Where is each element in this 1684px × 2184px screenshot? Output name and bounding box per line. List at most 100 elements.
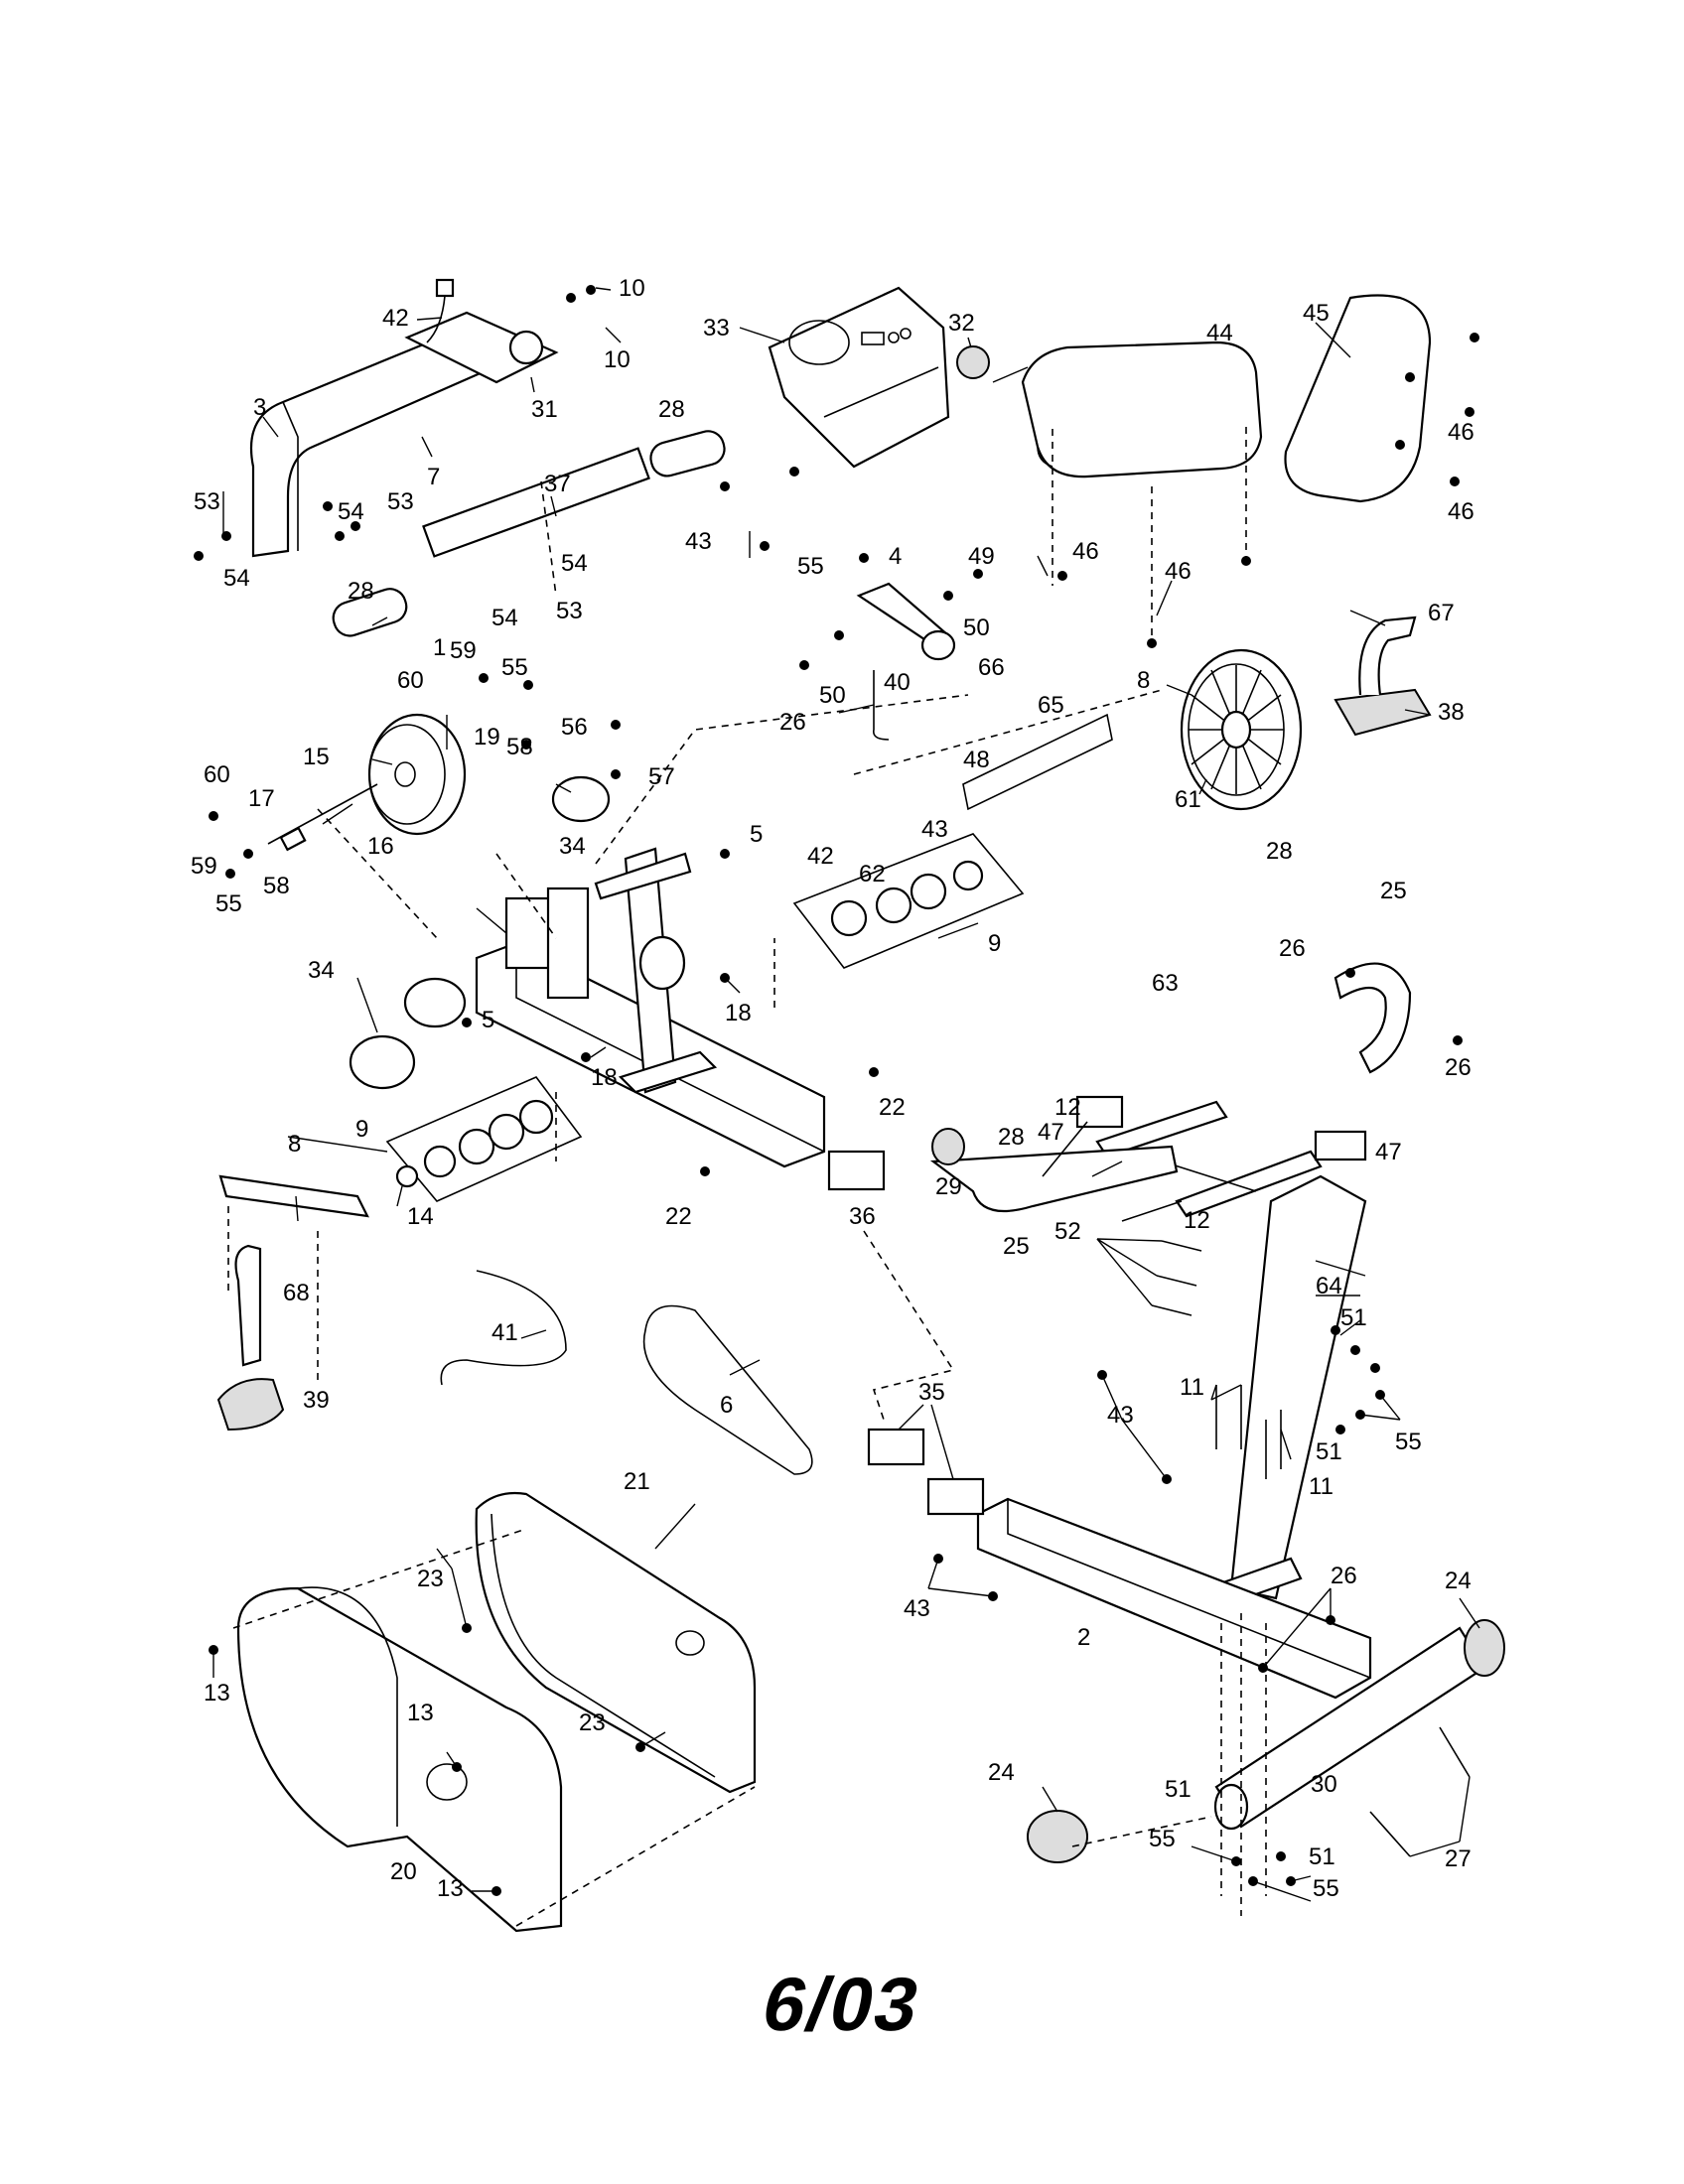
callout-35: 35 [918, 1379, 945, 1406]
cap-part-47-lower [1314, 1130, 1367, 1161]
callout-54-lower: 54 [491, 605, 518, 631]
console-part-33 [768, 286, 950, 469]
callout-6: 6 [720, 1392, 733, 1419]
callout-10-upper: 10 [619, 275, 645, 302]
callout-51-upper: 51 [1340, 1304, 1367, 1331]
part-callouts: 1 2 3 4 5 5 6 7 8 8 9 9 10 10 11 11 12 1… [191, 275, 1474, 1902]
bracket-part-31 [404, 311, 559, 384]
callout-26-idler: 26 [779, 709, 806, 736]
callout-16: 16 [367, 833, 394, 860]
callout-3: 3 [253, 394, 266, 421]
callout-61: 61 [1175, 786, 1201, 813]
callout-18-lower: 18 [591, 1064, 618, 1091]
callout-8-lower: 8 [288, 1131, 301, 1158]
callout-47-right: 47 [1375, 1139, 1402, 1165]
bearing-cup-part-34-upper [551, 775, 611, 823]
callout-42-lower: 42 [807, 843, 834, 870]
upright-tube-part-37 [422, 447, 650, 558]
callout-21: 21 [624, 1468, 650, 1495]
callout-51-mid: 51 [1316, 1438, 1342, 1465]
callout-2: 2 [1077, 1624, 1090, 1651]
callout-53-mid: 53 [387, 488, 414, 515]
callout-66: 66 [978, 654, 1005, 681]
callout-43-left: 43 [904, 1595, 930, 1622]
bolts [1042, 1121, 1471, 1857]
callout-26-lower: 26 [1331, 1563, 1357, 1589]
callout-38: 38 [1438, 699, 1465, 726]
callout-58-lower: 58 [263, 873, 290, 899]
bearing-cup-part-34-lower [349, 1034, 416, 1090]
callout-13-left: 13 [204, 1680, 230, 1706]
stabilizer-part-30 [1213, 1626, 1486, 1831]
pedal-part-39 [216, 1244, 285, 1432]
idler-bracket-part-4 [856, 582, 956, 741]
callout-34-upper: 34 [559, 833, 586, 860]
callout-65: 65 [1038, 692, 1064, 719]
callout-24-right: 24 [1445, 1568, 1472, 1594]
base-frame-part-2 [976, 1497, 1372, 1700]
backrest-part-45 [1284, 294, 1432, 503]
callout-9-upper: 9 [988, 930, 1001, 957]
side-shield-part-21 [475, 1491, 757, 1794]
knob-part-29 [931, 1128, 965, 1165]
callout-24-left: 24 [988, 1759, 1015, 1786]
callout-55-mid: 55 [501, 654, 528, 681]
callout-50-right: 50 [963, 614, 990, 641]
callout-55-top: 55 [797, 553, 824, 580]
callout-26-right: 26 [1445, 1054, 1472, 1081]
callout-62: 62 [859, 861, 886, 887]
callout-43-right: 43 [1107, 1402, 1134, 1429]
handle-part-25-upper [1333, 962, 1412, 1074]
callout-13-bottom: 13 [437, 1875, 464, 1902]
callout-22-lower: 22 [665, 1203, 692, 1230]
date-code: 6/03 [756, 1963, 928, 2047]
callout-17: 17 [248, 785, 275, 812]
callout-53-left: 53 [194, 488, 220, 515]
callout-34-lower: 34 [308, 957, 335, 984]
cap-part-36 [827, 1150, 886, 1191]
callout-48: 48 [963, 747, 990, 773]
callout-30: 30 [1311, 1771, 1337, 1798]
knob-part-32 [956, 345, 990, 379]
callout-43-mid: 43 [921, 816, 948, 843]
callout-41: 41 [491, 1319, 518, 1346]
callout-59-lower: 59 [191, 853, 217, 880]
end-cap-part-24-right [1464, 1619, 1505, 1677]
callout-28-lower: 28 [998, 1124, 1025, 1151]
callout-23-lower: 23 [579, 1709, 606, 1736]
callout-44: 44 [1206, 320, 1233, 346]
axle-part-16 [267, 783, 378, 852]
callout-51-lower-right: 51 [1309, 1843, 1335, 1870]
callout-58-upper: 58 [506, 734, 533, 760]
bracket-part-65 [962, 713, 1113, 811]
bearing-set-part-9-lower [385, 1076, 583, 1202]
seat-part-44 [1021, 341, 1263, 478]
callout-23-upper: 23 [417, 1566, 444, 1592]
callout-53-lower: 53 [556, 598, 583, 624]
callout-5-lower: 5 [482, 1007, 494, 1033]
callout-39: 39 [303, 1387, 330, 1414]
crank-pulley-part-8 [1180, 648, 1303, 811]
callout-10-lower: 10 [604, 346, 631, 373]
end-cap-part-24-left [1027, 1810, 1088, 1863]
callout-55-lower-left: 55 [1149, 1826, 1176, 1852]
callout-36: 36 [849, 1203, 876, 1230]
wire-harness-part-42 [426, 278, 455, 343]
callout-27: 27 [1445, 1845, 1472, 1872]
grip-part-28a [332, 588, 408, 637]
callout-12-lower: 12 [1184, 1207, 1210, 1234]
callout-55-lower-right: 55 [1313, 1875, 1339, 1902]
clip-part-35 [867, 1428, 985, 1516]
callout-31: 31 [531, 396, 558, 423]
callout-55-left: 55 [215, 890, 242, 917]
callout-49: 49 [968, 543, 995, 570]
callout-46-upper-right: 46 [1448, 419, 1474, 446]
callout-28-right: 28 [1266, 838, 1293, 865]
callout-11-upper: 11 [1180, 1374, 1204, 1401]
callout-26-upper: 26 [1279, 935, 1306, 962]
callout-63: 63 [1152, 970, 1179, 997]
callout-40: 40 [884, 669, 911, 696]
callout-22-upper: 22 [879, 1094, 906, 1121]
callout-28-top: 28 [658, 396, 685, 423]
